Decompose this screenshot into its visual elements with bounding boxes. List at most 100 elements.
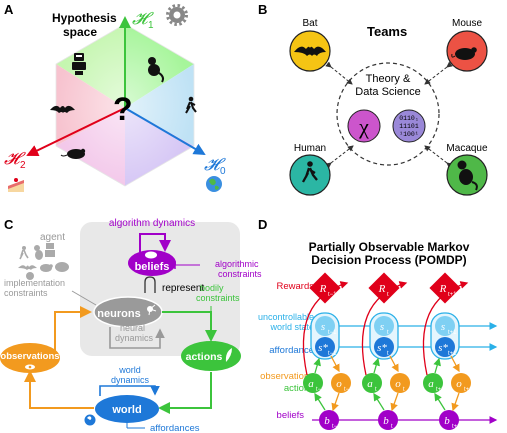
bat-icon: [294, 46, 326, 56]
neurons-to-actions-arrow: [162, 311, 217, 342]
neural-dynamics-loop: [109, 327, 165, 349]
affordance-state-node: [374, 337, 394, 357]
reward-node-label-subscript: t+1: [448, 292, 457, 298]
observation-node-label-subscript: t: [403, 387, 405, 393]
action-node: [303, 373, 323, 393]
reward-node: [309, 272, 341, 304]
belief-node: [319, 410, 339, 430]
gear-icon: [26, 272, 34, 280]
chi-circle: [347, 109, 381, 143]
agent-label: agent: [40, 232, 65, 243]
panel-d-letter: D: [258, 217, 267, 232]
team-label: Mouse: [452, 18, 482, 29]
affordance-state-node-label: s*: [318, 342, 328, 354]
observation-to-belief-arrow: [390, 392, 399, 412]
action-to-reward-arrow: [422, 281, 469, 376]
affordance-state-node-label: s*: [377, 342, 387, 354]
actions-node-label: actions: [186, 351, 223, 363]
h2-subscript: 2: [20, 160, 26, 171]
panel-c: C agent implementation constraints algor…: [0, 217, 262, 433]
theory-label-line1: Theory &: [366, 73, 411, 85]
bat-icon: [50, 105, 75, 113]
team-mouse: Mouse: [446, 18, 488, 72]
cake-icon: [8, 178, 24, 192]
monkey-icon: [34, 245, 43, 260]
panel-a-letter: A: [4, 2, 14, 17]
reward-node-label-subscript: t−1: [328, 292, 337, 298]
bodily-label-line2: constraints: [196, 293, 240, 303]
action-node-label: a: [367, 378, 373, 390]
axis-h0-arrow: [124, 107, 206, 156]
actions-to-world-arrow: [158, 372, 212, 414]
observation-node: [390, 373, 410, 393]
neural-dynamics-label-line1: neural: [120, 323, 145, 333]
affordance-label: affordance: [269, 345, 314, 356]
world-node: [95, 395, 159, 423]
belief-node-label: b: [324, 415, 330, 427]
belief-node-label-subscript: t−1: [332, 424, 341, 430]
belief-node-label-subscript: t: [391, 424, 393, 430]
state-node-label: s: [380, 321, 384, 333]
state-to-observation-arrow: [389, 355, 399, 373]
chi-symbol: χ: [358, 114, 369, 139]
affordance-state-node: [315, 337, 335, 357]
eye-icon: [25, 364, 35, 370]
panel-d: D Partially Observable Markov Decision P…: [258, 217, 498, 430]
observation-to-belief-arrow: [451, 392, 460, 412]
state-node-label-subscript: t−1: [328, 330, 337, 336]
panel-b-letter: B: [258, 2, 267, 17]
algorithm-dynamics-loop: [139, 233, 171, 252]
walking-person-icon: [301, 161, 318, 183]
binary-row-3: ¹100¹: [399, 131, 419, 138]
action-node: [362, 373, 382, 393]
robot-icon: [45, 243, 55, 257]
axis-h2-arrow: [26, 107, 126, 157]
implementation-constraint-line: [71, 290, 97, 306]
represent-label: represent: [162, 283, 204, 294]
state-node: [435, 316, 455, 336]
team-label: Bat: [302, 18, 317, 29]
panel-a-title-line1: Hypothesis: [52, 11, 117, 25]
observations-label: observations: [260, 371, 314, 382]
monkey-icon: [457, 160, 478, 191]
observation-node-label-subscript: t−1: [344, 387, 353, 393]
team-label: Human: [294, 143, 326, 154]
earth-icon: [206, 176, 222, 192]
team-human-circle: [289, 154, 331, 196]
mouse-icon: [451, 47, 477, 60]
center-question-mark: ?: [113, 91, 133, 127]
bat-icon: [18, 265, 37, 270]
observations-node: [0, 343, 60, 373]
affordance-state-node-label: s*: [438, 342, 448, 354]
uncontrollable-label-line1: uncontrollable: [258, 312, 314, 322]
world-node-label: world: [111, 404, 141, 416]
belief-to-action-arrow: [434, 392, 446, 411]
algorithmic-label-line1: algorithmic: [215, 259, 259, 269]
observation-node-label: o: [456, 378, 462, 390]
action-node-label-subscript: t+1: [436, 387, 445, 393]
belief-node-label: b: [444, 415, 450, 427]
reward-node: [429, 272, 461, 304]
walking-person-icon: [19, 246, 29, 260]
team-bat: Bat: [289, 18, 331, 72]
action-node-label: a: [308, 378, 314, 390]
belief-node: [378, 410, 398, 430]
affordance-state-node-label-subscript: t−1: [328, 351, 337, 357]
state-to-observation-arrow: [450, 355, 460, 373]
action-to-state-arrow: [313, 357, 321, 374]
implementation-label-line2: constraints: [4, 288, 48, 298]
action-to-state-arrow: [433, 357, 441, 374]
reward-node-label-subscript: t: [387, 292, 389, 298]
affordances-label: affordances: [150, 423, 200, 433]
agent-icons: [18, 243, 69, 280]
world-dynamics-loop: [99, 385, 160, 396]
state-node-label-subscript: t+1: [448, 330, 457, 336]
represent-symbol: [144, 276, 156, 293]
reward-node-label: R: [378, 283, 386, 295]
affordance-state-node-label-subscript: t: [387, 351, 389, 357]
belief-node: [439, 410, 459, 430]
action-node-label-subscript: t−1: [316, 387, 325, 393]
action-node-label: a: [428, 378, 434, 390]
team-label: Macaque: [446, 143, 488, 154]
